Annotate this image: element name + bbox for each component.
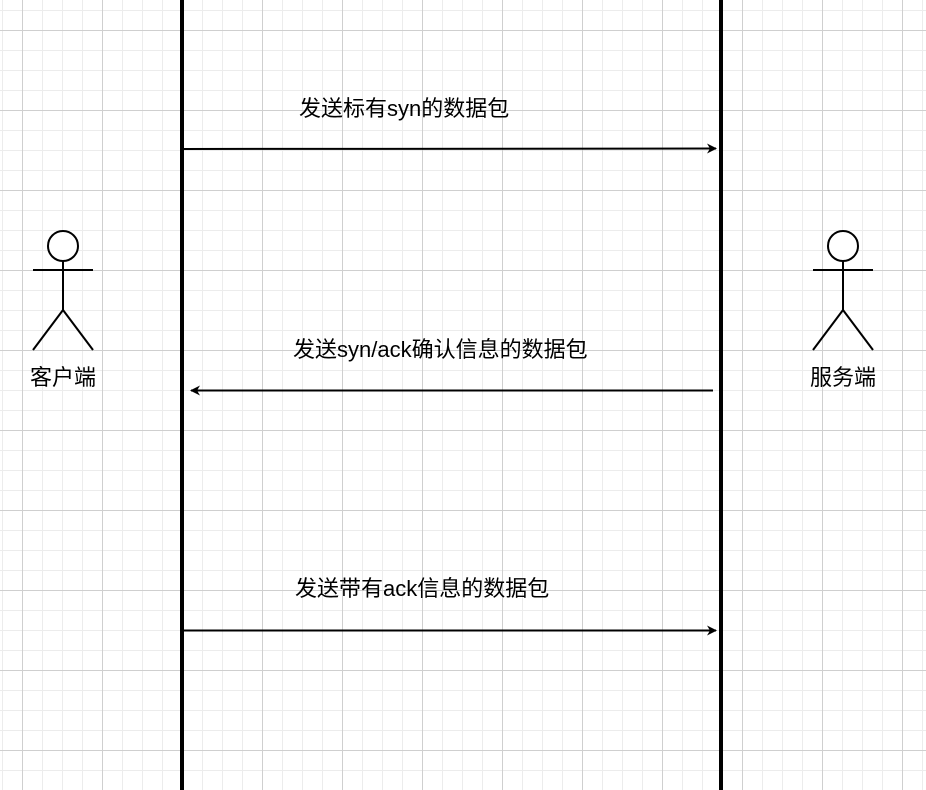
message-label-syn-ack: 发送syn/ack确认信息的数据包 (293, 337, 588, 362)
message-label-ack: 发送带有ack信息的数据包 (295, 576, 550, 601)
message-label-syn: 发送标有syn的数据包 (299, 96, 510, 121)
server-label: 服务端 (809, 365, 876, 390)
server-actor-icon (812, 230, 874, 351)
client-label: 客户端 (29, 365, 96, 390)
message-arrow-syn (183, 143, 717, 154)
client-actor-icon (32, 230, 94, 351)
